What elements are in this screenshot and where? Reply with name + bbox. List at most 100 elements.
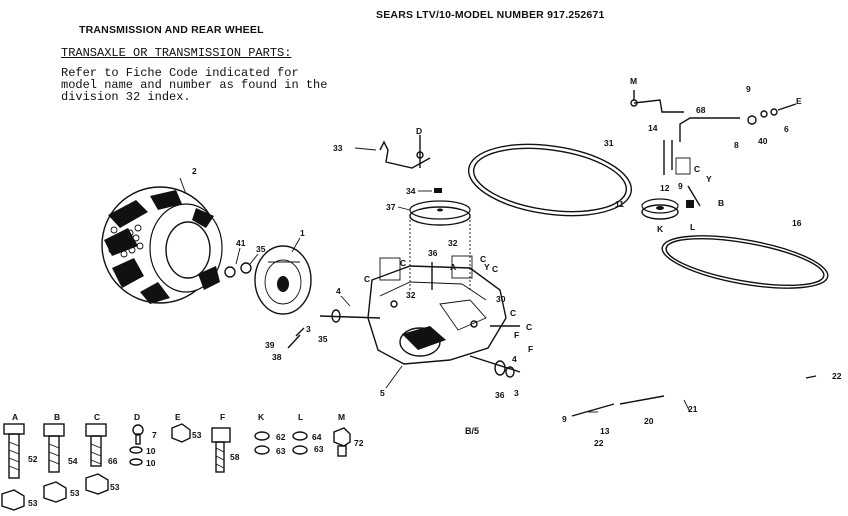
hw-A-part2: 53 <box>28 498 38 508</box>
callout-9b: 9 <box>678 181 683 191</box>
callout-31: 31 <box>604 138 614 148</box>
hw-M-part: 72 <box>354 438 364 448</box>
hw-letter-C: C <box>94 412 100 422</box>
hw-D-part3: 10 <box>146 458 156 468</box>
idler-pulley-assembly <box>641 140 701 220</box>
input-pulley <box>409 200 471 290</box>
transaxle-housing <box>367 255 507 365</box>
callout-37: 37 <box>386 202 396 212</box>
callout-3b: 3 <box>514 388 519 398</box>
washer-35 <box>240 262 252 274</box>
callout-12: 12 <box>660 183 670 193</box>
spring-assembly <box>571 375 817 417</box>
control-rod <box>679 103 797 142</box>
hw-C-part2: 53 <box>110 482 120 492</box>
label-A: A <box>450 262 456 272</box>
label-E: E <box>796 96 802 106</box>
hw-D-part: 7 <box>152 430 157 440</box>
callout-39: 39 <box>265 340 275 350</box>
linkage-rod <box>630 90 684 113</box>
callout-68: 68 <box>696 105 706 115</box>
callout-41: 41 <box>236 238 246 248</box>
callout-22a: 22 <box>594 438 604 448</box>
callout-20: 20 <box>644 416 654 426</box>
hw-letter-L: L <box>298 412 303 422</box>
secondary-belt <box>661 235 829 289</box>
hardware-key: A 52 53 B 54 53 C 66 53 D 7 10 10 E <box>1 412 364 511</box>
callout-16: 16 <box>792 218 802 228</box>
page-code: B/5 <box>465 426 479 436</box>
label-F2: F <box>528 344 533 354</box>
callout-14: 14 <box>648 123 658 133</box>
callout-9c: 9 <box>562 414 567 424</box>
callout-35a: 35 <box>256 244 266 254</box>
callout-40: 40 <box>758 136 768 146</box>
hw-L-part: 64 <box>312 432 322 442</box>
drive-belt <box>467 143 633 217</box>
label-L: L <box>690 222 695 232</box>
callout-35b: 35 <box>318 334 328 344</box>
label-F: F <box>514 330 519 340</box>
callout-9a: 9 <box>746 84 751 94</box>
note-line-2: model name and number as found in the <box>61 78 328 92</box>
diagram-title: TRANSMISSION AND REAR WHEEL <box>79 24 264 36</box>
callout-13: 13 <box>600 426 610 436</box>
label-K: K <box>657 224 664 234</box>
hw-L-part2: 63 <box>314 444 324 454</box>
hw-letter-M: M <box>338 412 345 422</box>
label-C4: C <box>492 264 498 274</box>
callout-34: 34 <box>406 186 416 196</box>
callout-6: 6 <box>784 124 789 134</box>
callout-36b: 36 <box>495 390 505 400</box>
callout-4a: 4 <box>336 286 341 296</box>
callout-22b: 22 <box>832 371 842 381</box>
label-C2: C <box>364 274 370 284</box>
label-Y: Y <box>706 174 712 184</box>
nut-41 <box>224 266 236 278</box>
callout-8: 8 <box>734 140 739 150</box>
callout-33: 33 <box>333 143 343 153</box>
rear-tire <box>101 177 223 304</box>
label-B: B <box>718 198 724 208</box>
callout-2: 2 <box>192 166 197 176</box>
hw-letter-K: K <box>258 412 265 422</box>
label-C7: C <box>694 164 700 174</box>
callout-11: 11 <box>615 199 624 209</box>
callout-3a: 3 <box>306 324 311 334</box>
label-C6: C <box>526 322 532 332</box>
label-C3: C <box>480 254 486 264</box>
label-C1: C <box>400 258 406 268</box>
hw-F-part: 58 <box>230 452 240 462</box>
hw-letter-D: D <box>134 412 140 422</box>
wheel-hub <box>254 237 312 315</box>
hw-B-part2: 53 <box>70 488 80 498</box>
label-C5: C <box>510 308 516 318</box>
hw-D-part2: 10 <box>146 446 156 456</box>
note-line-3: division 32 index. <box>61 90 191 104</box>
shift-lever <box>354 135 431 169</box>
callout-32b: 32 <box>406 290 416 300</box>
callout-30: 30 <box>496 294 506 304</box>
callout-32a: 32 <box>448 238 458 248</box>
hw-A-part: 52 <box>28 454 38 464</box>
callout-5: 5 <box>380 388 385 398</box>
hw-B-part: 54 <box>68 456 78 466</box>
hw-K-part2: 63 <box>276 446 286 456</box>
callout-21: 21 <box>688 404 698 414</box>
hw-letter-F: F <box>220 412 225 422</box>
hw-E-part: 53 <box>192 430 202 440</box>
label-D: D <box>416 126 422 136</box>
hw-letter-E: E <box>175 412 181 422</box>
note-line-1: Refer to Fiche Code indicated for <box>61 66 299 80</box>
parts-subtitle: TRANSAXLE OR TRANSMISSION PARTS: <box>61 46 292 60</box>
label-M: M <box>630 76 637 86</box>
callout-36a: 36 <box>428 248 438 258</box>
hw-C-part: 66 <box>108 456 118 466</box>
callout-38: 38 <box>272 352 282 362</box>
model-number: SEARS LTV/10-MODEL NUMBER 917.252671 <box>376 9 605 21</box>
hw-letter-B: B <box>54 412 60 422</box>
callout-1: 1 <box>300 228 305 238</box>
label-Y2: Y <box>484 262 490 272</box>
callout-4b: 4 <box>512 354 517 364</box>
